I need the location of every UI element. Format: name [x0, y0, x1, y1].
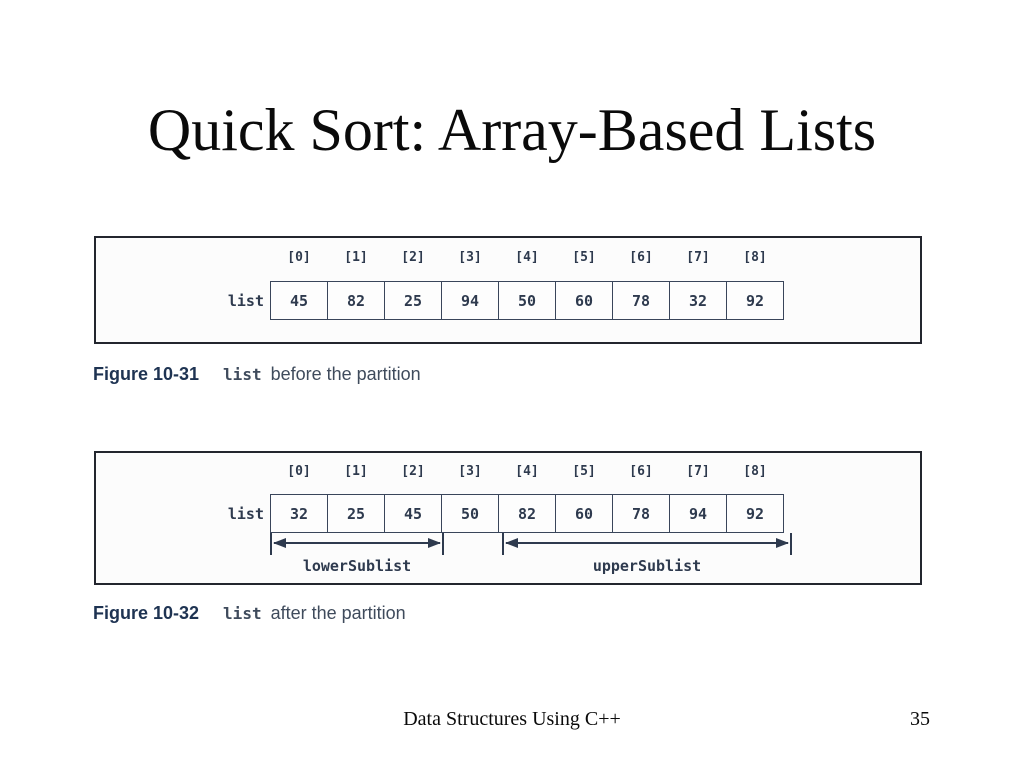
caption-code: list — [223, 604, 262, 623]
array-index-label: [8] — [743, 464, 767, 479]
array-cell: 50 — [441, 494, 499, 533]
sublist-label: lowerSublist — [302, 557, 412, 575]
array-name-label: list — [227, 505, 264, 523]
array-index-label: [6] — [629, 464, 653, 479]
slide-title: Quick Sort: Array-Based Lists — [147, 97, 877, 163]
array-index-label: [0] — [287, 464, 311, 479]
figure-10-31-caption: Figure 10-31 list before the partition — [93, 364, 421, 385]
arrow-end-bar — [502, 533, 504, 555]
arrow-line — [274, 542, 440, 544]
array-cell: 78 — [612, 494, 670, 533]
array-index-label: [4] — [515, 250, 539, 265]
array-cell: 45 — [270, 281, 328, 320]
arrowhead-right-icon — [776, 538, 789, 548]
arrow-end-bar — [790, 533, 792, 555]
array-index-label: [3] — [458, 464, 482, 479]
caption-code: list — [223, 365, 262, 384]
array-name-label: list — [227, 292, 264, 310]
sublist-label: upperSublist — [592, 557, 702, 575]
array-index-label: [2] — [401, 464, 425, 479]
array-cell: 82 — [327, 281, 385, 320]
array-cell: 78 — [612, 281, 670, 320]
array-index-label: [5] — [572, 250, 596, 265]
array-index-label: [1] — [344, 464, 368, 479]
caption-text: after the partition — [270, 603, 406, 623]
array-index-label: [0] — [287, 250, 311, 265]
array-cell: 60 — [555, 281, 613, 320]
array-cell: 94 — [441, 281, 499, 320]
array-index-label: [7] — [686, 464, 710, 479]
array-cell: 32 — [669, 281, 727, 320]
array-cell: 60 — [555, 494, 613, 533]
array-cell: 32 — [270, 494, 328, 533]
figure-label: Figure 10-31 — [93, 364, 200, 384]
array-index-label: [3] — [458, 250, 482, 265]
array-cell: 92 — [726, 494, 784, 533]
array-index-label: [8] — [743, 250, 767, 265]
caption-text: before the partition — [270, 364, 421, 384]
array-cell: 45 — [384, 494, 442, 533]
arrow-line — [506, 542, 788, 544]
page-number: 35 — [910, 708, 930, 730]
figure-label: Figure 10-32 — [93, 603, 200, 623]
index-row: [0] [1] [2] [3] [4] [5] [6] [7] [8] — [270, 464, 784, 479]
array-cell: 82 — [498, 494, 556, 533]
arrowhead-left-icon — [505, 538, 518, 548]
array-cell: 92 — [726, 281, 784, 320]
lowerSublist-arrow: lowerSublist — [270, 533, 444, 577]
figure-10-32-caption: Figure 10-32 list after the partition — [93, 603, 406, 624]
array-index-label: [1] — [344, 250, 368, 265]
index-row: [0] [1] [2] [3] [4] [5] [6] [7] [8] — [270, 250, 784, 265]
array-index-label: [6] — [629, 250, 653, 265]
array-index-label: [4] — [515, 464, 539, 479]
array-index-label: [2] — [401, 250, 425, 265]
array-cell: 50 — [498, 281, 556, 320]
upperSublist-arrow: upperSublist — [502, 533, 792, 577]
arrowhead-left-icon — [273, 538, 286, 548]
array-cell: 25 — [327, 494, 385, 533]
arrowhead-right-icon — [428, 538, 441, 548]
array-cell: 94 — [669, 494, 727, 533]
arrow-end-bar — [270, 533, 272, 555]
array-index-label: [7] — [686, 250, 710, 265]
arrow-end-bar — [442, 533, 444, 555]
footer-title: Data Structures Using C++ — [403, 708, 621, 730]
array-cell: 25 — [384, 281, 442, 320]
array-index-label: [5] — [572, 464, 596, 479]
